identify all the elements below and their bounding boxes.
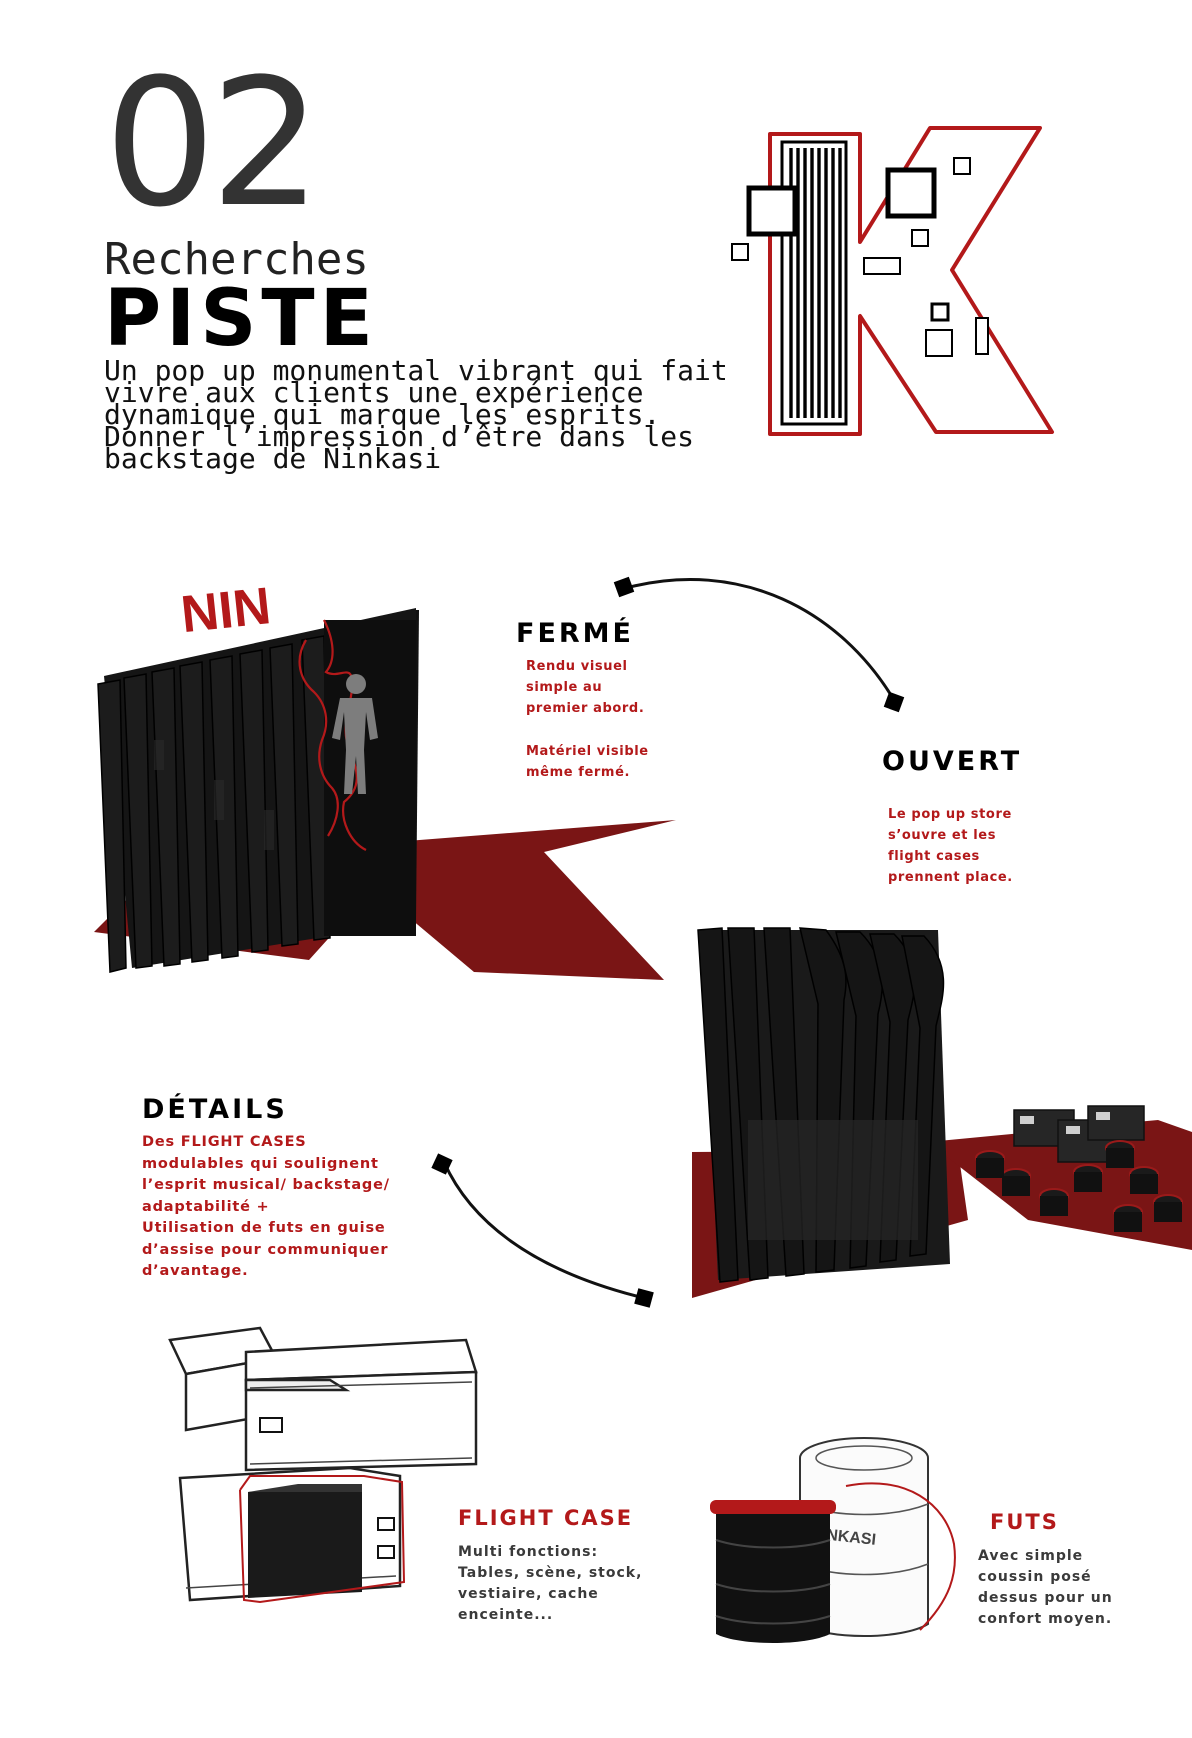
- intro-paragraph: Un pop up monumental vibrant qui fait vi…: [104, 354, 728, 475]
- page-title: PISTE: [104, 274, 378, 364]
- details-heading: DÉTAILS: [142, 1094, 288, 1125]
- page-subtitle: Recherches: [104, 234, 369, 285]
- details-text: Des FLIGHT CASES modulables qui souligne…: [142, 1134, 390, 1279]
- futs-heading: FUTS: [990, 1510, 1059, 1534]
- flight-cases-group: [975, 1105, 1183, 1232]
- ferme-text-1: Rendu visuel simple au premier abord.: [526, 659, 645, 716]
- arrow-closed-to-open: [613, 576, 905, 713]
- ninkasi-k-logo: [731, 126, 1054, 436]
- flight-case-illustration: [168, 1326, 478, 1604]
- flight-case-text: Multi fonctions: Tables, scène, stock, v…: [458, 1544, 643, 1623]
- closed-popup-render: NIN: [94, 577, 676, 980]
- futs-text: Avec simple coussin posé dessus pour un …: [978, 1548, 1113, 1627]
- page-number: 02: [104, 41, 322, 246]
- open-popup-render: [692, 927, 1192, 1298]
- ouvert-text: Le pop up store s’ouvre et les flight ca…: [888, 807, 1013, 885]
- ouvert-heading: OUVERT: [882, 746, 1023, 777]
- arrow-open-to-details: [431, 1153, 654, 1308]
- ferme-heading: FERMÉ: [516, 618, 634, 649]
- ferme-text-2: Matériel visible même fermé.: [526, 744, 649, 780]
- flight-case-heading: FLIGHT CASE: [458, 1506, 634, 1530]
- nin-sign: NIN: [178, 577, 273, 644]
- kegs-illustration: NINKASI: [710, 1437, 956, 1643]
- person-silhouette: [332, 674, 378, 794]
